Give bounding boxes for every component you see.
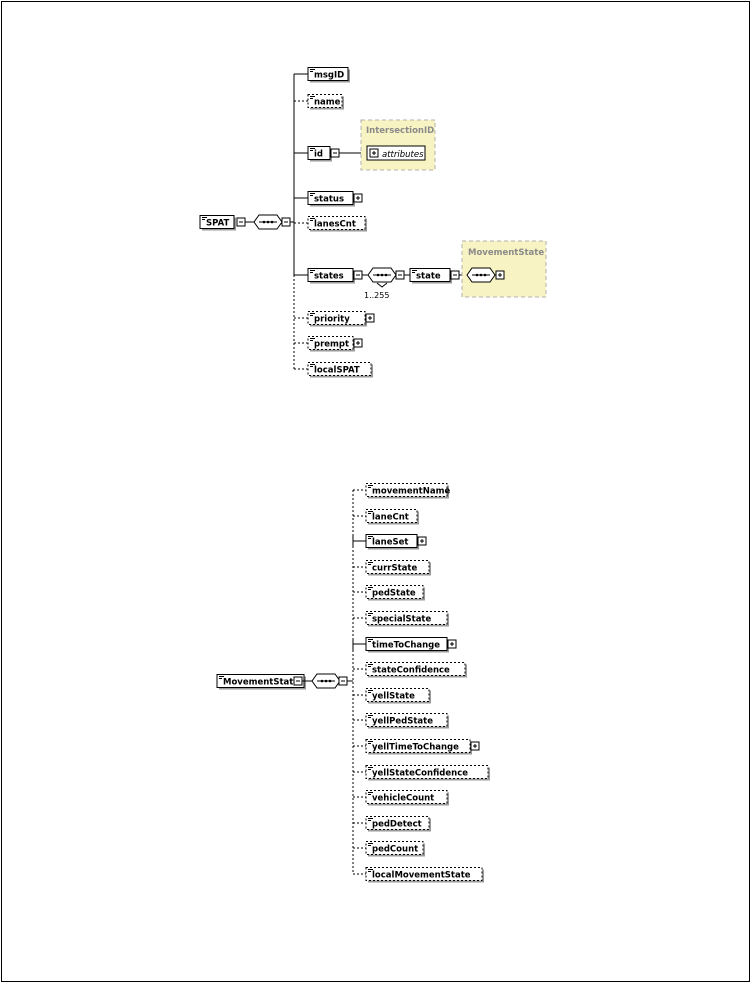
movement-child-yellstateconfidence[interactable]: yellStateConfidence	[365, 765, 490, 781]
state-collapse-icon[interactable]	[450, 270, 460, 280]
spat-child-status-expand-icon[interactable]	[353, 193, 363, 203]
spat-child-lanescnt[interactable]: lanesCnt	[307, 216, 367, 232]
movement-child-yellstate-label: yellState	[372, 692, 415, 702]
movement-child-yellpedstate-label: yellPedState	[372, 717, 433, 727]
movement-child-pedcount[interactable]: pedCount	[365, 841, 425, 857]
movement-child-yelltimetochange[interactable]: yellTimeToChange	[365, 739, 472, 755]
movement-child-timetochange-expand-icon[interactable]	[447, 639, 457, 649]
spat-child-prempt[interactable]: prempt	[307, 336, 355, 352]
movement-child-pedstate[interactable]: pedState	[365, 585, 425, 601]
movement-child-currstate-label: currState	[372, 564, 417, 574]
movement-child-stateconfidence-label: stateConfidence	[372, 666, 450, 676]
spat-child-msgid-label: msgID	[314, 71, 344, 81]
states-sequence-collapse-icon[interactable]	[395, 270, 405, 280]
spat-child-priority[interactable]: priority	[307, 311, 367, 327]
state-element-label: state	[416, 272, 441, 282]
spat-child-priority-label: priority	[314, 315, 350, 325]
movement-child-yellpedstate[interactable]: yellPedState	[365, 713, 449, 729]
spat-sequence-collapse-icon[interactable]	[281, 217, 291, 227]
spat-child-prempt-label: prempt	[314, 340, 349, 350]
spat-root-element[interactable]: SPAT	[199, 215, 236, 231]
spat-child-localspat-label: localSPAT	[314, 366, 360, 376]
movement-child-vehiclecount[interactable]: vehicleCount	[365, 790, 449, 806]
spat-child-priority-expand-icon[interactable]	[365, 313, 375, 323]
movement-sequence-compositor[interactable]	[311, 673, 341, 689]
spat-root-element-label: SPAT	[206, 219, 229, 229]
intersectionid-type-box	[360, 119, 436, 171]
movement-child-laneset-expand-icon[interactable]	[417, 536, 427, 546]
movement-child-peddetect-label: pedDetect	[372, 820, 422, 830]
movement-child-localmovementstate-label: localMovementState	[372, 871, 471, 881]
spat-child-id-label: id	[314, 150, 323, 160]
intersectionid-type-name: IntersectionID	[366, 126, 434, 136]
movementstate-type-sequence[interactable]	[466, 267, 496, 283]
attributes-group[interactable]	[366, 145, 426, 161]
movement-child-timetochange[interactable]: timeToChange	[365, 637, 449, 653]
spat-child-id[interactable]: id	[307, 146, 332, 162]
movementstate-type-expand-icon[interactable]	[495, 270, 505, 280]
movement-child-yellstate[interactable]: yellState	[365, 688, 431, 704]
spat-child-status[interactable]: status	[307, 191, 355, 207]
movement-child-laneset-label: laneSet	[372, 538, 408, 548]
movement-child-lanecnt[interactable]: laneCnt	[365, 509, 419, 525]
movement-root-element[interactable]: MovementState	[216, 674, 306, 690]
movement-child-localmovementstate[interactable]: localMovementState	[365, 867, 484, 883]
spat-child-states-label: states	[314, 272, 344, 282]
movement-child-yelltimetochange-expand-icon[interactable]	[470, 741, 480, 751]
movement-child-laneset[interactable]: laneSet	[365, 534, 419, 550]
state-element[interactable]: state	[409, 268, 452, 284]
spat-child-lanescnt-label: lanesCnt	[314, 220, 356, 230]
spat-child-states[interactable]: states	[307, 268, 355, 284]
spat-child-msgid[interactable]: msgID	[307, 67, 350, 83]
spat-id-collapse-icon[interactable]	[330, 148, 340, 158]
movement-root-element-label: MovementState	[223, 678, 299, 688]
movement-child-specialstate[interactable]: specialState	[365, 611, 449, 627]
spat-child-status-label: status	[314, 195, 344, 205]
movement-child-stateconfidence[interactable]: stateConfidence	[365, 662, 467, 678]
spat-child-prempt-expand-icon[interactable]	[353, 338, 363, 348]
movement-root-collapse-icon[interactable]	[293, 676, 303, 686]
states-occurrence: 1..255	[364, 291, 389, 300]
spat-sequence-compositor[interactable]	[253, 214, 283, 230]
movement-child-lanecnt-label: laneCnt	[372, 513, 409, 523]
movement-child-movementname[interactable]: movementName	[365, 483, 450, 499]
attributes-expand-icon[interactable]	[369, 148, 379, 158]
states-sequence-compositor[interactable]	[367, 267, 397, 283]
movement-child-specialstate-label: specialState	[372, 615, 431, 625]
attributes-label: attributes	[382, 150, 424, 160]
spat-child-name[interactable]: name	[307, 94, 344, 110]
movement-child-timetochange-label: timeToChange	[372, 641, 440, 651]
movement-child-peddetect[interactable]: pedDetect	[365, 816, 431, 832]
repeat-indicator	[376, 282, 388, 288]
movement-sequence-collapse-icon[interactable]	[338, 676, 348, 686]
movement-child-vehiclecount-label: vehicleCount	[372, 794, 434, 804]
spat-child-localspat[interactable]: localSPAT	[307, 362, 373, 378]
spat-states-collapse-icon[interactable]	[353, 270, 363, 280]
movement-child-yellstateconfidence-label: yellStateConfidence	[372, 769, 468, 779]
movement-child-currstate[interactable]: currState	[365, 560, 431, 576]
spat-root-collapse-icon[interactable]	[236, 217, 246, 227]
movement-child-yelltimetochange-label: yellTimeToChange	[372, 743, 459, 753]
movementstate-type-name: MovementState	[468, 248, 544, 258]
spat-child-name-label: name	[314, 98, 341, 108]
movement-child-pedcount-label: pedCount	[372, 845, 418, 855]
movement-child-pedstate-label: pedState	[372, 589, 416, 599]
movement-child-movementname-label: movementName	[372, 487, 450, 497]
